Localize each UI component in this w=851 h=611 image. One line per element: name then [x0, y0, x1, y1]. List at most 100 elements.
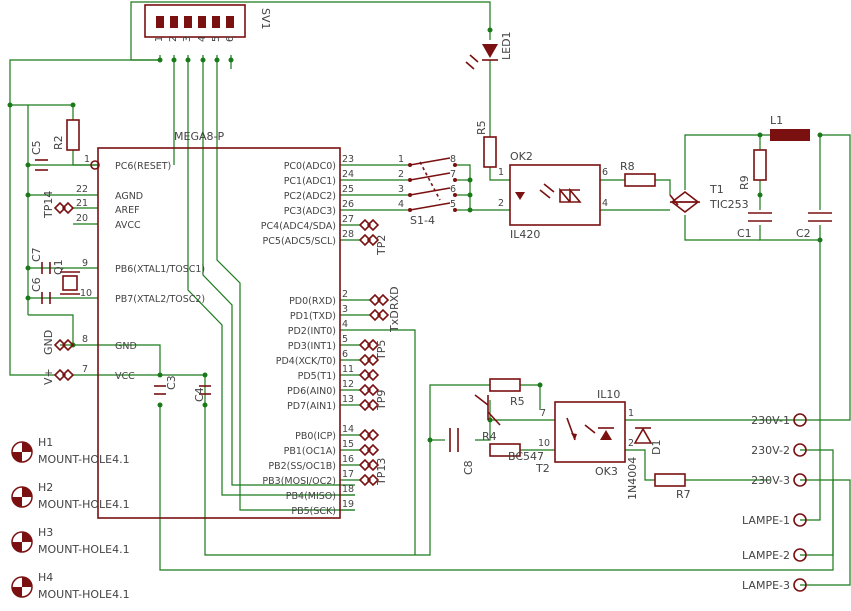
svg-text:3: 3 — [182, 36, 193, 42]
svg-text:14: 14 — [342, 424, 354, 435]
sv1-label: SV1 — [259, 8, 272, 30]
capacitor-c4 — [199, 385, 211, 395]
svg-text:PD4(XCK/T0): PD4(XCK/T0) — [276, 356, 336, 367]
mount-hole-labels: H1 MOUNT-HOLE4.1 H2 MOUNT-HOLE4.1 H3 MOU… — [38, 436, 130, 601]
connector-sv1 — [144, 4, 246, 38]
svg-text:L1: L1 — [770, 114, 783, 127]
svg-text:TxD: TxD — [388, 310, 401, 333]
terminals — [793, 413, 807, 592]
svg-text:230V-3: 230V-3 — [751, 474, 790, 487]
ok3-ref: OK3 — [595, 465, 618, 478]
ok3-pin: 7 — [540, 408, 546, 419]
svg-text:13: 13 — [342, 394, 354, 405]
pin-number: 20 — [76, 213, 88, 224]
svg-text:PB0(ICP): PB0(ICP) — [295, 431, 336, 442]
svg-text:5: 5 — [450, 199, 456, 210]
terminal-labels: 230V-1 230V-2 230V-3 LAMPE-1 LAMPE-2 LAM… — [742, 414, 790, 592]
svg-text:R7: R7 — [676, 488, 691, 501]
svg-text:BC547: BC547 — [508, 450, 544, 463]
pin-number: 22 — [76, 184, 88, 195]
svg-text:TP14: TP14 — [42, 191, 55, 219]
pin-number: 10 — [80, 288, 92, 299]
svg-text:4: 4 — [197, 36, 208, 42]
svg-text:R2: R2 — [52, 135, 65, 150]
svg-text:PB1(OC1A): PB1(OC1A) — [284, 446, 336, 457]
svg-text:3: 3 — [398, 184, 404, 195]
ok2-part: IL420 — [510, 228, 540, 241]
svg-text:23: 23 — [342, 154, 354, 165]
svg-text:16: 16 — [342, 454, 354, 465]
optocoupler-ok3 — [554, 401, 626, 463]
testpoints-right — [358, 218, 390, 487]
svg-text:RXD: RXD — [388, 286, 401, 310]
pin-label: GND — [115, 341, 137, 352]
svg-text:6: 6 — [225, 36, 236, 42]
led-led1 — [465, 44, 498, 70]
resistor-r5-bottom — [489, 378, 521, 392]
pin-number: 21 — [76, 198, 88, 209]
svg-text:TP9: TP9 — [375, 390, 388, 411]
svg-text:PD7(AIN1): PD7(AIN1) — [287, 401, 336, 412]
svg-text:MOUNT-HOLE4.1: MOUNT-HOLE4.1 — [38, 498, 130, 511]
ok2-pin: 1 — [498, 167, 504, 178]
svg-text:1: 1 — [154, 36, 165, 42]
resistor-r5-top — [483, 136, 497, 168]
testpoints-left — [53, 201, 75, 382]
mount-holes — [11, 441, 33, 598]
svg-text:8: 8 — [450, 154, 456, 165]
ok2-pin: 6 — [602, 167, 608, 178]
resistor-r7 — [654, 473, 686, 487]
mcu-name: MEGA8-P — [174, 130, 224, 143]
svg-text:LAMPE-1: LAMPE-1 — [742, 514, 790, 527]
svg-text:C3: C3 — [165, 375, 178, 390]
svg-text:PD5(T1): PD5(T1) — [298, 371, 336, 382]
capacitor-c8 — [449, 428, 459, 452]
svg-text:PD3(INT1): PD3(INT1) — [288, 341, 336, 352]
junctions — [7, 27, 823, 443]
ok2-pin: 2 — [498, 198, 504, 209]
svg-text:LAMPE-2: LAMPE-2 — [742, 549, 790, 562]
pin-label: AREF — [115, 205, 140, 216]
svg-text:T2: T2 — [535, 462, 550, 475]
ok2-ref: OK2 — [510, 150, 533, 163]
svg-text:11: 11 — [342, 364, 354, 375]
svg-text:R4: R4 — [482, 430, 497, 443]
svg-text:MOUNT-HOLE4.1: MOUNT-HOLE4.1 — [38, 543, 130, 556]
svg-text:1: 1 — [398, 154, 404, 165]
svg-text:PB4(MISO): PB4(MISO) — [286, 491, 336, 502]
crystal-q1 — [60, 271, 80, 295]
svg-text:PC4(ADC4/SDA): PC4(ADC4/SDA) — [261, 221, 336, 232]
pin-label: VCC — [115, 371, 135, 382]
resistor-r4 — [489, 443, 521, 457]
svg-text:PC5(ADC5/SCL): PC5(ADC5/SCL) — [263, 236, 336, 247]
sv1-pin-numbers: 1 2 3 4 5 6 — [154, 36, 236, 42]
inductor-l1 — [770, 129, 810, 141]
svg-text:PC3(ADC3): PC3(ADC3) — [284, 206, 336, 217]
resistor-r9 — [753, 149, 767, 181]
capacitor-c7 — [41, 262, 51, 274]
ok3-pin: 1 — [628, 408, 634, 419]
pin-number: 8 — [82, 334, 88, 345]
ok3-pin: 2 — [628, 438, 634, 449]
svg-text:H2: H2 — [38, 481, 53, 494]
svg-text:GND: GND — [42, 330, 55, 355]
svg-text:6: 6 — [342, 349, 348, 360]
svg-text:C5: C5 — [30, 140, 43, 155]
svg-text:19: 19 — [342, 499, 354, 510]
svg-text:D1: D1 — [650, 440, 663, 455]
svg-text:7: 7 — [450, 169, 456, 180]
svg-text:28: 28 — [342, 229, 354, 240]
svg-text:15: 15 — [342, 439, 354, 450]
pin-label: PC6(RESET) — [115, 161, 171, 172]
svg-text:C8: C8 — [462, 460, 475, 475]
svg-text:17: 17 — [342, 469, 354, 480]
svg-text:MOUNT-HOLE4.1: MOUNT-HOLE4.1 — [38, 453, 130, 466]
pin-label: PB7(XTAL2/TOSC2) — [115, 294, 205, 305]
pin-label: PB6(XTAL1/TOSC1) — [115, 264, 205, 275]
svg-text:R5: R5 — [510, 395, 525, 408]
svg-text:H4: H4 — [38, 571, 53, 584]
svg-text:TP13: TP13 — [375, 458, 388, 486]
resistor-r8 — [624, 173, 656, 187]
